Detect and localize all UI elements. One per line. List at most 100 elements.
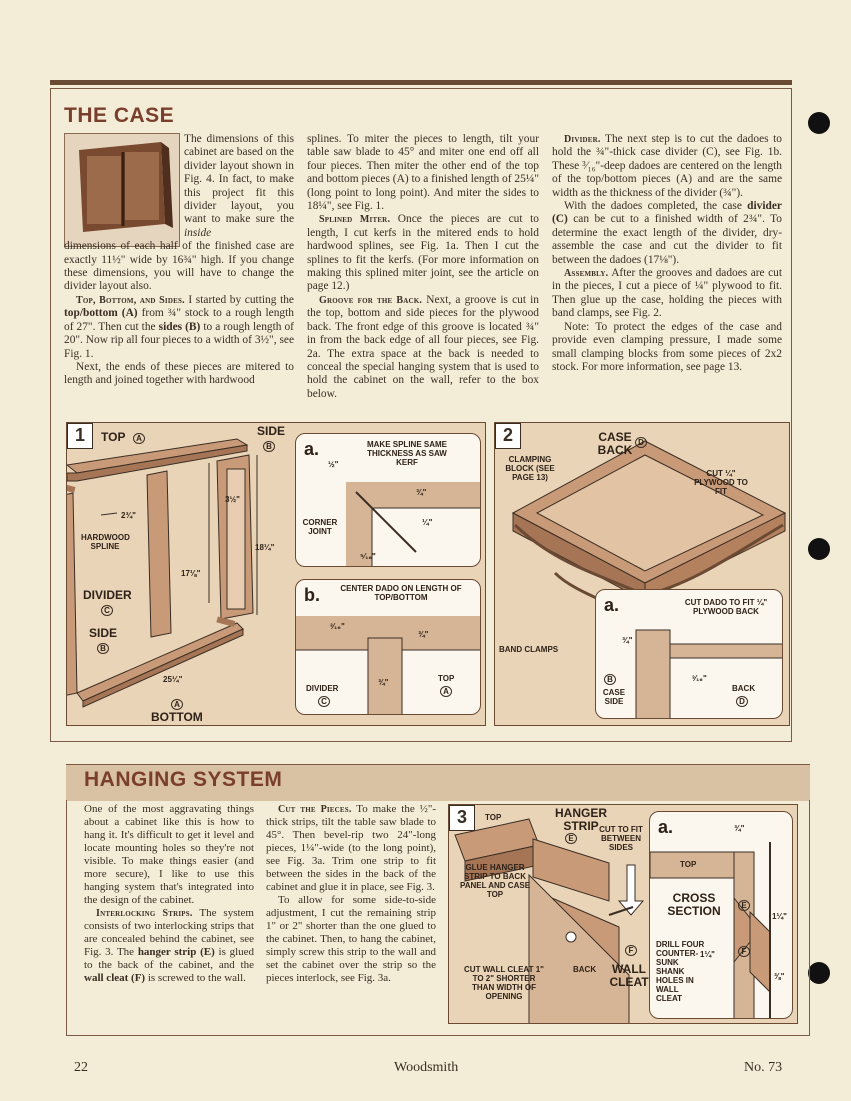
case-p2-c: from ¾" stock to a rough length of 27". … [64,307,294,333]
case-column-3: Divider. The next step is to cut the dad… [552,133,782,374]
case-intro-italic: inside [184,226,212,239]
hanging-p1: One of the most aggravating things about… [84,803,254,906]
fig3-cutfit-label: CUT TO FIT BETWEEN SIDES [599,825,643,852]
fig2-caseback-label: CASE BACK [597,430,633,457]
fig1-dim-234: 2¾" [121,511,136,520]
case-col3-p1: The next step is to cut the dadoes to ho… [552,133,782,199]
case-col3-p2-a: With the dadoes completed, the case [564,200,742,213]
fig1a-three4: ¾" [416,488,427,497]
fig1-side2-letter: B [97,643,109,654]
fig3a-f: F [738,946,750,957]
hanging-p2-c: is glued to the back of the cabinet, and… [84,946,255,971]
case-col3-p2-bold: divider (C) [552,200,782,226]
fig1-top-label: TOP [101,430,126,444]
fig3-cutwall-label: CUT WALL CLEAT 1" TO 2" SHORTER THAN WID… [464,965,544,1001]
binder-hole-1 [808,112,830,134]
fig3a-e: E [738,900,750,911]
fig3a-drill: DRILL FOUR COUNTER-SUNK SHANK HOLES IN W… [656,940,705,1003]
case-p3: Next, the ends of these pieces are miter… [64,360,294,387]
top-bottom-sides-heading: Top, Bottom, and Sides. [76,294,185,306]
figure-3: 3 TOP HANGER STRIP E CUT TO FIT BETWEEN … [448,804,798,1024]
fig1-bottom-label: BOTTOM [151,710,203,724]
fig1-callout-b: b. CENTER DADO ON LENGTH OF TOP/BOTTOM ³… [295,579,481,715]
figure-1: 1 TOP A SIDE B 2¾" 3½" 18¼" 17⅛" 25¼" HA… [66,422,486,726]
fig1-top-letter: A [133,433,145,444]
fig2a-back-letter: D [736,696,748,707]
fig1a-five16: ⁵⁄₁₆" [360,552,376,561]
case-p2-d: to a rough length of 20". Now rip all fo… [64,320,294,360]
page-number: 22 [74,1060,88,1075]
hanging-p2-bold-1: hanger strip (E) [137,946,215,958]
fig3-f-letter: F [625,945,637,956]
case-col2-p2: Once the pieces are cut to length, I cut… [307,213,539,293]
fig1b-three4: ¾" [418,630,429,639]
case-p2-bold-2: sides (B) [158,320,201,333]
case-title: THE CASE [64,104,175,127]
fig1-bottom-letter: A [171,699,183,710]
fig1-side-label: SIDE [257,424,286,438]
fig1-dim-1814: 18¼" [255,543,275,552]
fig1-side-letter: B [263,441,275,452]
fig2a-tag: a. [604,595,620,615]
fig1-spline-label: HARDWOOD SPLINE [81,533,130,551]
fig1b-divider: DIVIDER [306,684,339,693]
hanging-p2-a: The system consists of two interlocking … [84,907,254,958]
top-rule [50,80,792,85]
case-section-frame [50,88,792,742]
fig2a-back: BACK [732,684,756,693]
fig3-hanger-label: HANGER STRIP [555,806,608,833]
hanging-col2-p2: To allow for some side-to-side adjustmen… [266,894,436,984]
fig2-clamping-label: CLAMPING BLOCK (SEE PAGE 13) [505,455,555,482]
fig1b-three4b: ¾" [378,678,389,687]
fig2-plywood-label: CUT ¼" PLYWOOD TO FIT [694,469,748,496]
fig2-number: 2 [495,423,521,449]
case-column-2: splines. To miter the pieces to length, … [307,133,539,401]
case-p2-a: I started by cutting the [188,293,294,306]
fig1b-note: CENTER DADO ON LENGTH OF TOP/BOTTOM [340,584,462,602]
case-col3-p2-c: can be cut to a finished width of 2¾". T… [552,213,782,266]
fig1-divider-letter: C [101,605,113,616]
fig1a-quarter: ¼" [422,518,433,527]
fig1a-tag: a. [304,439,320,459]
fig3-callout-a: a. ¾" TOP CROSS SECTION E F 1¼" 1¼" ⅜" D… [649,811,793,1019]
hanging-p2-d: is screwed to the wall. [147,972,246,984]
fig3-number: 3 [449,805,475,831]
fig3a-three4: ¾" [734,824,745,833]
case-col2-p1: splines. To miter the pieces to length, … [307,133,539,213]
cut-pieces-heading: Cut the Pieces. [278,804,352,815]
fig2-caseback-letter: D [635,437,647,448]
assembly-heading: Assembly. [564,268,609,280]
fig3-glue-label: GLUE HANGER STRIP TO BACK PANEL AND CASE… [459,863,531,899]
hanging-frame [66,800,810,1036]
fig3-hanger-letter: E [565,833,577,844]
case-intro-rest: dimensions of each half of the finished … [64,240,294,293]
binder-hole-3 [808,962,830,984]
fig3a-top: TOP [680,860,697,869]
fig1-dim-1718: 17⅛" [181,569,201,578]
fig3-top-label: TOP [485,813,502,822]
fig1-callout-a: a. MAKE SPLINE SAME THICKNESS AS SAW KER… [295,433,481,567]
splined-miter-heading: Splined Miter. [319,214,391,226]
fig3a-d38: ⅜" [774,972,785,981]
case-col3-p4: Note: To protect the edges of the case a… [552,320,782,373]
fig3a-tag: a. [658,817,674,837]
fig3a-d114b: 1¼" [700,950,715,959]
hanging-col2-p1: To make the ½"-thick strips, tilt the ta… [266,803,436,893]
fig2-callout-a: a. CUT DADO TO FIT ¼" PLYWOOD BACK ¾" ³⁄… [595,589,783,719]
fig1b-tag: b. [304,585,320,605]
fig1-divider-label: DIVIDER [83,588,132,602]
cabinet-photo [64,133,180,247]
hanging-column-1: One of the most aggravating things about… [84,803,254,985]
fig1a-note: MAKE SPLINE SAME THICKNESS AS SAW KERF [366,440,447,467]
fig1-number: 1 [67,423,93,449]
issue-number: No. 73 [744,1060,783,1075]
fig1-dim-2514: 25¼" [163,675,183,684]
fig1-dim-312: 3½" [225,495,240,504]
fig1a-half: ½" [328,460,339,469]
hanging-title-band [66,764,810,801]
fig2a-caseside: CASE SIDE [602,688,626,706]
fig1a-corner: CORNER JOINT [302,518,338,536]
case-col2-p3: Next, a groove is cut in the top, bottom… [307,293,539,400]
figure-2: 2 CASE BACK D CLAMPING BLOCK (SEE PAGE 1… [494,422,790,726]
publication-name: Woodsmith [394,1060,459,1075]
